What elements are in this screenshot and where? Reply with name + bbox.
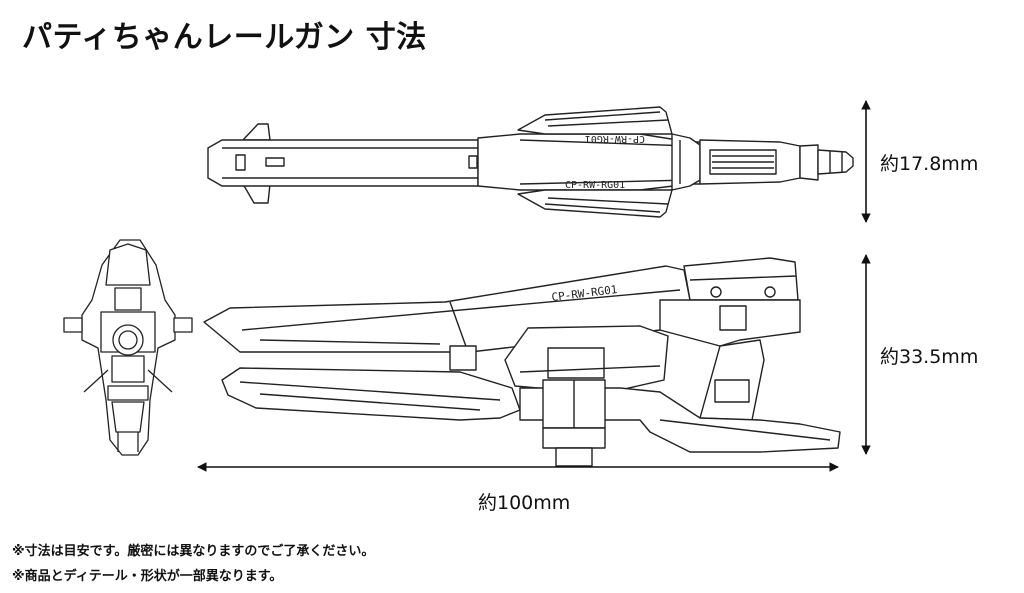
top-view xyxy=(207,106,854,218)
height-dimension-label: 約33.5mm xyxy=(880,346,979,368)
note-dimensions-approximate: ※寸法は目安です。厳密には異なりますのでご了承ください。 xyxy=(12,544,375,559)
front-view xyxy=(63,239,193,456)
top-view-marking-upper: CP-RW-RG01 xyxy=(585,133,645,144)
width-dimension-label: 約17.8mm xyxy=(880,153,979,175)
length-dimension-label: 約100mm xyxy=(478,492,571,514)
top-view-marking-lower: CP-RW-RG01 xyxy=(565,180,625,191)
page-title: パティちゃんレールガン 寸法 xyxy=(22,20,427,55)
note-details-differ: ※商品とディテール・形状が一部異なります。 xyxy=(12,569,283,584)
side-view xyxy=(203,257,841,467)
